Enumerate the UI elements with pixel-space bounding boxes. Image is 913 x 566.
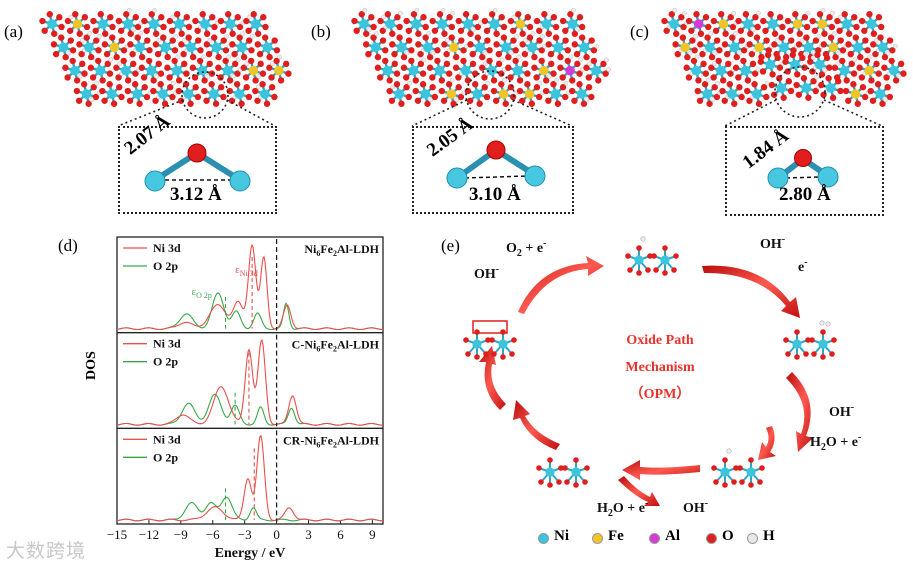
legend-label-ni: Ni bbox=[554, 528, 569, 544]
arrow-7 bbox=[479, 346, 506, 410]
legend-label-o: O 2p bbox=[153, 355, 178, 369]
series-ni-3d-line bbox=[116, 339, 383, 426]
dos-legend: Ni 3d O 2p bbox=[123, 241, 181, 273]
legend-label-o: O bbox=[722, 528, 734, 544]
metal-cluster bbox=[783, 320, 837, 360]
slab-atoms bbox=[351, 7, 612, 107]
legend-label-o: O 2p bbox=[153, 450, 178, 464]
x-tick-label: −12 bbox=[139, 527, 159, 542]
legend-dot-o bbox=[706, 533, 717, 544]
arrow-2 bbox=[702, 265, 800, 318]
legend-label-h: H bbox=[763, 528, 775, 544]
metal-cluster bbox=[463, 320, 517, 360]
opm-title-line-3: （OPM） bbox=[630, 386, 691, 402]
x-tick-label: −9 bbox=[174, 527, 188, 542]
legend-label-fe: Fe bbox=[608, 528, 624, 544]
panel-label-a: (a) bbox=[4, 22, 23, 41]
legend-label-ni: Ni 3d bbox=[153, 241, 181, 255]
panel-label-b: (b) bbox=[311, 22, 331, 41]
legend-dot-fe bbox=[592, 533, 603, 544]
panel-label-e: (e) bbox=[441, 236, 460, 255]
metal-cluster bbox=[536, 457, 590, 488]
step-h2o-bottom: H2O + e- bbox=[597, 498, 648, 519]
step-o2-e: O2 + e- bbox=[506, 238, 546, 259]
molecule-c bbox=[767, 149, 839, 189]
distance-b: 3.10 Å bbox=[469, 184, 521, 205]
molecule-a bbox=[144, 143, 251, 192]
slab-structure-a bbox=[39, 7, 292, 107]
dos-frame bbox=[116, 236, 384, 525]
x-tick-label: 6 bbox=[337, 527, 344, 542]
step-h2o-right: H2O + e- bbox=[810, 432, 861, 453]
x-tick-label: 9 bbox=[369, 527, 376, 542]
step-oh-topleft: OH- bbox=[474, 264, 499, 282]
x-tick-label: −6 bbox=[206, 527, 220, 542]
slab-structure-c bbox=[661, 7, 907, 107]
x-axis-label: Energy / eV bbox=[215, 546, 286, 561]
x-tick-label: 3 bbox=[305, 527, 312, 542]
subpanel-title: C-Ni6Fe2Al-LDH bbox=[292, 338, 380, 354]
slab-structure-b bbox=[351, 7, 612, 107]
x-tick-label: 0 bbox=[273, 527, 280, 542]
step-e-topright: e- bbox=[798, 257, 808, 275]
panel-label-d: (d) bbox=[58, 236, 78, 255]
molecule-b bbox=[446, 140, 546, 189]
panel-label-c: (c) bbox=[630, 22, 649, 41]
legend-dot-ni bbox=[538, 533, 549, 544]
step-oh-bottom: OH- bbox=[683, 498, 708, 516]
arrow-5 bbox=[622, 460, 700, 480]
legend-label-ni: Ni 3d bbox=[153, 337, 181, 351]
zoom-connectors bbox=[117, 66, 883, 127]
arrow-4 bbox=[758, 426, 776, 460]
subpanel-title: Ni6Fe2Al-LDH bbox=[304, 242, 379, 258]
step-oh-topright: OH- bbox=[760, 234, 785, 252]
legend-label-o: O 2p bbox=[153, 259, 178, 273]
series-ni-3d-line bbox=[116, 434, 383, 522]
arrow-3 bbox=[786, 372, 813, 452]
slab-atoms bbox=[39, 7, 292, 107]
arrow-6 bbox=[513, 400, 560, 450]
legend-dot-h bbox=[747, 533, 758, 544]
eps-ni-label: εNi 3d bbox=[235, 264, 258, 278]
zoom-box-b bbox=[412, 126, 574, 214]
subpanel-title: CR-Ni6Fe2Al-LDH bbox=[283, 433, 380, 449]
zoom-box-c bbox=[725, 126, 884, 216]
zoom-box-a bbox=[118, 126, 277, 214]
x-tick-label: −15 bbox=[107, 527, 127, 542]
opm-title-line-1: Oxide Path bbox=[626, 333, 693, 348]
series-ni-3d-line bbox=[116, 243, 383, 331]
distance-a: 3.12 Å bbox=[170, 184, 222, 205]
slab-atoms bbox=[661, 7, 907, 107]
dos-legend: Ni 3d O 2p bbox=[123, 432, 181, 464]
step-oh-right: OH- bbox=[829, 402, 854, 420]
arrow-5b bbox=[618, 476, 660, 506]
x-tick-label: −3 bbox=[238, 527, 252, 542]
distance-c: 2.80 Å bbox=[779, 184, 831, 205]
eps-o-label: εO 2p bbox=[191, 286, 211, 300]
legend-dot-al bbox=[649, 533, 660, 544]
legend-label-ni: Ni 3d bbox=[153, 432, 181, 446]
opm-title-line-2: Mechanism bbox=[625, 360, 695, 375]
zoom-molecules bbox=[144, 140, 839, 192]
metal-cluster bbox=[711, 448, 765, 488]
watermark: 大数跨境 bbox=[6, 540, 87, 562]
metal-cluster bbox=[625, 236, 679, 276]
arrow-1 bbox=[518, 256, 604, 314]
legend-label-al: Al bbox=[665, 528, 680, 544]
dos-legend: Ni 3d O 2p bbox=[123, 337, 181, 369]
